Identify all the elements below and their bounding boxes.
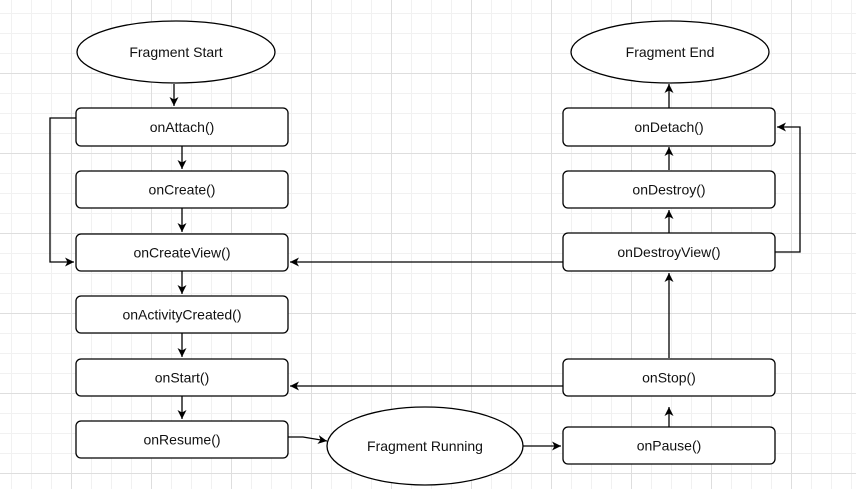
node-label: onActivityCreated() (122, 307, 241, 323)
edge-resume-to-running (288, 435, 328, 444)
node-label: Fragment End (626, 44, 715, 60)
edge-attach-to-createview-loop (49, 117, 76, 267)
node-on-destroy: onDestroy() (562, 170, 776, 209)
edges (49, 84, 801, 451)
node-label: onResume() (143, 432, 220, 448)
node-on-create: onCreate() (75, 170, 289, 209)
node-on-pause: onPause() (562, 426, 776, 465)
node-label: Fragment Start (129, 44, 222, 60)
node-fragment-end: Fragment End (570, 20, 770, 84)
node-on-create-view: onCreateView() (75, 233, 289, 272)
node-label: onDetach() (634, 119, 703, 135)
node-on-start: onStart() (75, 358, 289, 397)
node-label: onAttach() (150, 119, 215, 135)
node-label: onPause() (637, 438, 702, 454)
node-on-activity-created: onActivityCreated() (75, 295, 289, 334)
node-label: Fragment Running (367, 438, 483, 454)
node-label: onStop() (642, 370, 696, 386)
node-label: onDestroy() (632, 182, 705, 198)
node-on-detach: onDetach() (562, 107, 776, 147)
node-on-attach: onAttach() (75, 107, 289, 147)
node-label: onStart() (155, 370, 209, 386)
node-on-destroy-view: onDestroyView() (562, 232, 776, 272)
node-label: onCreate() (149, 182, 216, 198)
node-fragment-start: Fragment Start (76, 20, 276, 84)
node-label: onCreateView() (133, 245, 230, 261)
node-fragment-running: Fragment Running (326, 406, 524, 486)
node-on-stop: onStop() (562, 358, 776, 397)
node-on-resume: onResume() (75, 420, 289, 459)
edge-destroyview-to-detach-loop (775, 122, 801, 253)
node-label: onDestroyView() (617, 244, 720, 260)
